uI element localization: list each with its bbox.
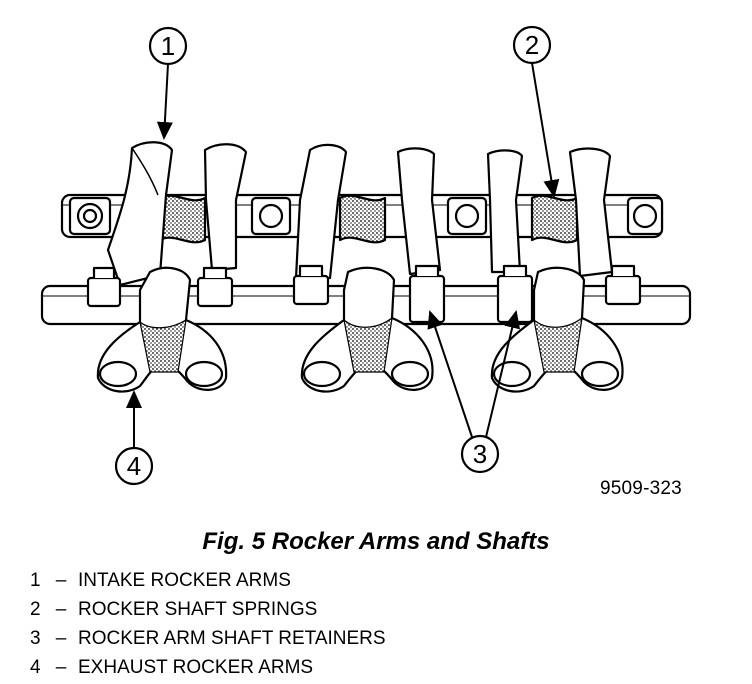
callout-1: 1 — [148, 26, 188, 140]
rocker-assembly-illustration: 1 2 3 4 — [40, 25, 692, 486]
legend-item: 1–INTAKE ROCKER ARMS — [30, 566, 386, 595]
shaft-end-bolt — [626, 196, 664, 236]
rocker-arm — [486, 149, 524, 274]
legend-list: 1–INTAKE ROCKER ARMS 2–ROCKER SHAFT SPRI… — [30, 566, 386, 682]
shaft-retainer — [196, 266, 234, 308]
shaft-retainer — [408, 264, 446, 324]
svg-text:2: 2 — [525, 30, 539, 60]
legend-dash: – — [55, 599, 67, 620]
figure-code: 9509-323 — [600, 478, 682, 499]
shaft-bolt — [446, 196, 488, 236]
rocker-shaft-spring — [530, 194, 579, 244]
legend-item: 2–ROCKER SHAFT SPRINGS — [30, 595, 386, 624]
callout-4: 4 — [114, 390, 154, 486]
shaft-retainer — [292, 264, 330, 306]
rocker-shaft-spring — [338, 194, 387, 244]
legend-dash: – — [55, 570, 67, 591]
legend-number: 4 — [30, 657, 41, 678]
legend-number: 3 — [30, 628, 41, 649]
rocker-shaft-spring — [158, 194, 207, 244]
legend-label: ROCKER SHAFT SPRINGS — [78, 599, 318, 620]
rocker-arm — [568, 147, 614, 278]
legend-number: 2 — [30, 599, 41, 620]
exhaust-rocker-arm — [300, 266, 434, 393]
legend-dash: – — [55, 657, 67, 678]
legend-label: ROCKER ARM SHAFT RETAINERS — [78, 628, 386, 649]
rocker-arm — [396, 147, 442, 276]
shaft-bolt — [250, 196, 292, 236]
svg-text:3: 3 — [473, 439, 487, 469]
shaft-end-bolt — [68, 196, 112, 236]
shaft-retainer — [604, 264, 642, 306]
svg-text:4: 4 — [127, 451, 141, 481]
legend-number: 1 — [30, 570, 41, 591]
legend-item: 3–ROCKER ARM SHAFT RETAINERS — [30, 624, 386, 653]
callout-3: 3 — [427, 310, 521, 474]
svg-text:1: 1 — [161, 31, 175, 61]
exhaust-rocker-arm — [96, 266, 228, 393]
figure-caption: Fig. 5 Rocker Arms and Shafts — [202, 528, 550, 555]
shaft-retainer — [86, 266, 122, 308]
legend-label: EXHAUST ROCKER ARMS — [78, 657, 314, 678]
legend-dash: – — [55, 628, 67, 649]
legend-label: INTAKE ROCKER ARMS — [78, 570, 291, 591]
callout-2: 2 — [512, 25, 560, 198]
legend-item: 4–EXHAUST ROCKER ARMS — [30, 653, 386, 682]
exhaust-rocker-arm — [490, 266, 624, 393]
